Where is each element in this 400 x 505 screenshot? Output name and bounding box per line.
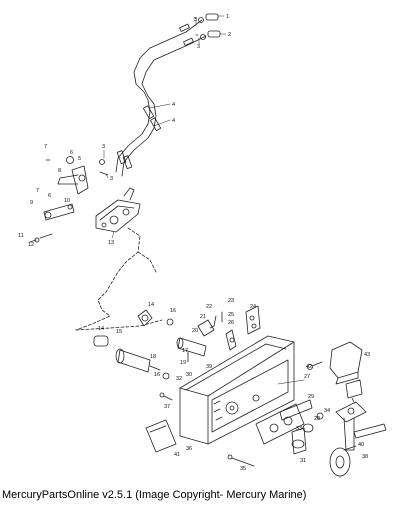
callout-10: 10 bbox=[64, 198, 70, 204]
callout-3: 3 bbox=[110, 176, 113, 182]
callout-43: 43 bbox=[364, 352, 370, 358]
control-box-housing bbox=[179, 335, 295, 445]
callout-14: 14 bbox=[148, 302, 154, 308]
callout-42: 42 bbox=[306, 364, 312, 370]
callout-33: 33 bbox=[296, 426, 302, 432]
callout-41: 41 bbox=[174, 452, 180, 458]
callout-7: 7 bbox=[44, 144, 47, 150]
callout-3: 3 bbox=[102, 144, 105, 150]
callout-3: 3 bbox=[194, 17, 197, 23]
callout-16: 16 bbox=[154, 372, 160, 378]
callout-13: 13 bbox=[108, 240, 114, 246]
callout-7: 7 bbox=[36, 188, 39, 194]
shaft-parts bbox=[93, 305, 261, 380]
callout-6: 6 bbox=[48, 193, 51, 199]
callout-4: 4 bbox=[172, 118, 175, 124]
callout-36: 36 bbox=[186, 446, 192, 452]
callout-21: 21 bbox=[200, 314, 206, 320]
callout-27: 27 bbox=[304, 374, 310, 380]
callout-32: 32 bbox=[176, 376, 182, 382]
callout-38: 38 bbox=[362, 454, 368, 460]
callout-12: 12 bbox=[28, 242, 34, 248]
callout-31: 31 bbox=[300, 458, 306, 464]
image-caption: MercuryPartsOnline v2.5.1 (Image Copyrig… bbox=[2, 489, 307, 501]
part-number-callouts: 1 2 3 3 4 4 3 3 7 6 5 8 7 6 9 10 11 12 1… bbox=[18, 14, 370, 472]
callout-11: 11 bbox=[18, 233, 24, 239]
control-cables bbox=[115, 13, 221, 177]
callout-28: 28 bbox=[314, 416, 320, 422]
switch-panel bbox=[255, 399, 314, 445]
callout-3: 3 bbox=[197, 44, 200, 50]
callout-6: 6 bbox=[70, 150, 73, 156]
callout-17: 17 bbox=[182, 348, 188, 354]
callout-34: 34 bbox=[324, 408, 330, 414]
callout-40: 40 bbox=[358, 442, 364, 448]
callout-30: 30 bbox=[186, 372, 192, 378]
callout-37: 37 bbox=[164, 404, 170, 410]
leader-lines bbox=[103, 15, 341, 479]
callout-4: 4 bbox=[172, 102, 175, 108]
callout-9: 9 bbox=[30, 200, 33, 206]
routing-dashed-lines bbox=[75, 227, 163, 331]
callout-29: 29 bbox=[308, 394, 314, 400]
callout-19: 19 bbox=[180, 360, 186, 366]
throttle-bracket-assembly bbox=[29, 156, 141, 243]
exploded-parts-diagram: 1 2 3 3 4 4 3 3 7 6 5 8 7 6 9 10 11 12 1… bbox=[18, 13, 387, 479]
callout-1: 1 bbox=[226, 14, 229, 20]
callout-14: 14 bbox=[98, 326, 104, 332]
callout-24: 24 bbox=[250, 304, 256, 310]
callout-20: 20 bbox=[192, 328, 198, 334]
callout-25: 25 bbox=[228, 312, 234, 318]
callout-15: 15 bbox=[116, 329, 122, 335]
callout-35: 35 bbox=[240, 466, 246, 472]
callout-16: 16 bbox=[170, 308, 176, 314]
callout-22: 22 bbox=[206, 304, 212, 310]
loose-parts bbox=[145, 361, 323, 467]
handle-assembly bbox=[291, 341, 387, 477]
callout-2: 2 bbox=[228, 32, 231, 38]
callout-39: 39 bbox=[206, 364, 212, 370]
callout-23: 23 bbox=[228, 298, 234, 304]
callout-18: 18 bbox=[150, 354, 156, 360]
callout-8: 8 bbox=[58, 168, 61, 174]
callout-5: 5 bbox=[78, 156, 81, 162]
callout-26: 26 bbox=[228, 320, 234, 326]
